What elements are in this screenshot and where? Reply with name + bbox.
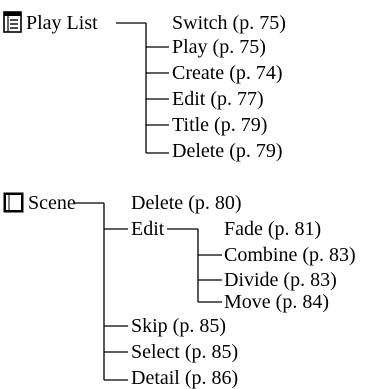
edit-item-combine: Combine (p. 83) bbox=[224, 244, 356, 266]
edit-item-move: Move (p. 84) bbox=[224, 291, 329, 313]
playlist-label: Play List bbox=[26, 12, 98, 34]
playlist-item-switch: Switch (p. 75) bbox=[172, 12, 286, 34]
edit-item-divide: Divide (p. 83) bbox=[224, 269, 337, 291]
scene-label: Scene bbox=[28, 192, 76, 214]
scene-icon bbox=[3, 192, 24, 213]
playlist-item-play: Play (p. 75) bbox=[172, 36, 266, 58]
playlist-item-create: Create (p. 74) bbox=[172, 62, 283, 84]
playlist-item-title: Title (p. 79) bbox=[172, 114, 268, 136]
scene-item-select: Select (p. 85) bbox=[131, 341, 239, 363]
playlist-item-delete: Delete (p. 79) bbox=[172, 140, 283, 162]
scene-item-skip: Skip (p. 85) bbox=[131, 315, 226, 337]
playlist-icon bbox=[3, 11, 22, 33]
playlist-item-edit: Edit (p. 77) bbox=[172, 88, 264, 110]
scene-item-detail: Detail (p. 86) bbox=[131, 367, 239, 389]
edit-item-fade: Fade (p. 81) bbox=[224, 218, 322, 240]
scene-item-edit: Edit bbox=[131, 218, 165, 240]
scene-item-delete: Delete (p. 80) bbox=[131, 192, 242, 214]
